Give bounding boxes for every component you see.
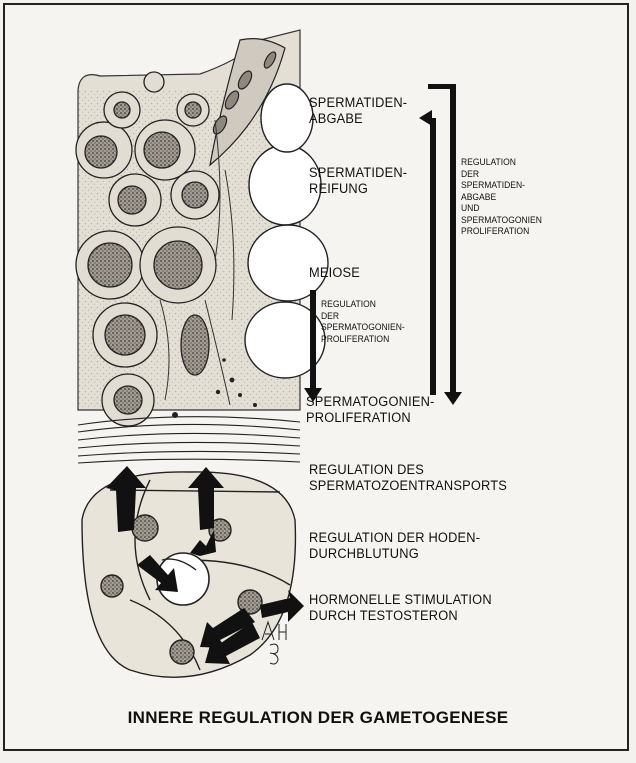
- label-meiose: MEIOSE: [309, 265, 360, 281]
- interstitial-cells: [82, 472, 295, 677]
- arrow-top-bar: [428, 84, 456, 89]
- label-regulation-durchblutung: REGULATION DER HODEN- DURCHBLUTUNG: [309, 530, 480, 562]
- label-spermatiden-abgabe: SPERMATIDEN- ABGABE: [309, 95, 407, 127]
- label-regulation-proliferation: REGULATION DER SPERMATOGONIEN- PROLIFERA…: [321, 299, 405, 345]
- long-up-shaft: [430, 118, 436, 395]
- long-down-arrow: [444, 84, 462, 405]
- label-regulation-abgabe: REGULATION DER SPERMATIDEN- ABGABE UND S…: [461, 157, 542, 238]
- label-regulation-transport: REGULATION DES SPERMATOZOENTRANSPORTS: [309, 462, 507, 494]
- figure-title: INNERE REGULATION DER GAMETOGENESE: [0, 708, 636, 728]
- label-hormonelle-stimulation: HORMONELLE STIMULATION DURCH TESTOSTERON: [309, 592, 492, 624]
- label-spermatogonien-proliferation: SPERMATOGONIEN- PROLIFERATION: [306, 394, 435, 426]
- seminiferous-epithelium: [76, 30, 328, 426]
- label-spermatiden-reifung: SPERMATIDEN- REIFUNG: [309, 165, 407, 197]
- peritubular-layer: [78, 417, 300, 463]
